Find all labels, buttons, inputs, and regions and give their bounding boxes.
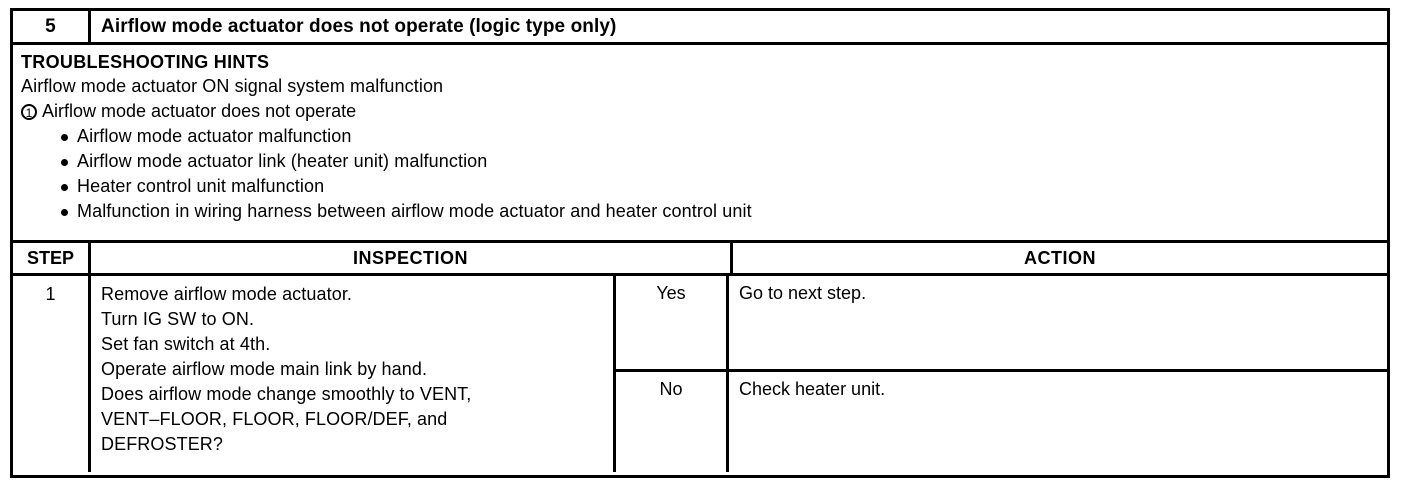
inspection-line: Does airflow mode change smoothly to VEN…: [101, 384, 472, 404]
inspection-line: Remove airflow mode actuator.: [101, 284, 353, 304]
troubleshooting-chart: 5 Airflow mode actuator does not operate…: [10, 8, 1390, 478]
troubleshooting-hints-section: TROUBLESHOOTING HINTS Airflow mode actua…: [13, 45, 1387, 243]
chart-title: Airflow mode actuator does not operate (…: [101, 15, 617, 37]
outcome-cells: Yes Go to next step. No Check heater uni…: [616, 276, 1387, 472]
inspection-cell: Remove airflow mode actuator. Turn IG SW…: [91, 276, 616, 472]
list-item: Airflow mode actuator link (heater unit)…: [21, 149, 1387, 174]
outcome-answer: Yes: [616, 276, 729, 369]
outcome-action: Check heater unit.: [739, 379, 886, 399]
inspection-line: DEFROSTER?: [101, 434, 224, 454]
hints-cause-list: Airflow mode actuator malfunction Airflo…: [21, 124, 1387, 224]
outcome-yes: Yes Go to next step.: [616, 276, 1387, 372]
column-header-row: STEP INSPECTION ACTION: [13, 243, 1387, 276]
hints-heading: TROUBLESHOOTING HINTS: [21, 52, 270, 72]
list-item: Malfunction in wiring harness between ai…: [21, 199, 1387, 224]
step-number: 1: [13, 276, 91, 472]
outcome-no: No Check heater unit.: [616, 372, 1387, 472]
column-header-action: ACTION: [1024, 247, 1096, 268]
column-header-inspection: INSPECTION: [91, 243, 733, 273]
hints-summary: Airflow mode actuator ON signal system m…: [21, 76, 444, 96]
circled-number-icon: 1: [21, 103, 37, 120]
chart-number: 5: [13, 11, 91, 42]
inspection-line: Turn IG SW to ON.: [101, 309, 255, 329]
list-item: Airflow mode actuator malfunction: [21, 124, 1387, 149]
column-header-step: STEP: [13, 243, 91, 273]
outcome-answer: No: [616, 372, 729, 472]
hints-item-text: Airflow mode actuator does not operate: [42, 101, 357, 121]
inspection-line: Set fan switch at 4th.: [101, 334, 271, 354]
inspection-line: Operate airflow mode main link by hand.: [101, 359, 428, 379]
hints-numbered-item: 1 Airflow mode actuator does not operate: [21, 99, 1387, 124]
table-row: 1 Remove airflow mode actuator. Turn IG …: [13, 276, 1387, 472]
outcome-action: Go to next step.: [739, 283, 867, 303]
list-item: Heater control unit malfunction: [21, 174, 1387, 199]
inspection-line: VENT–FLOOR, FLOOR, FLOOR/DEF, and: [101, 409, 448, 429]
chart-title-row: 5 Airflow mode actuator does not operate…: [13, 11, 1387, 45]
